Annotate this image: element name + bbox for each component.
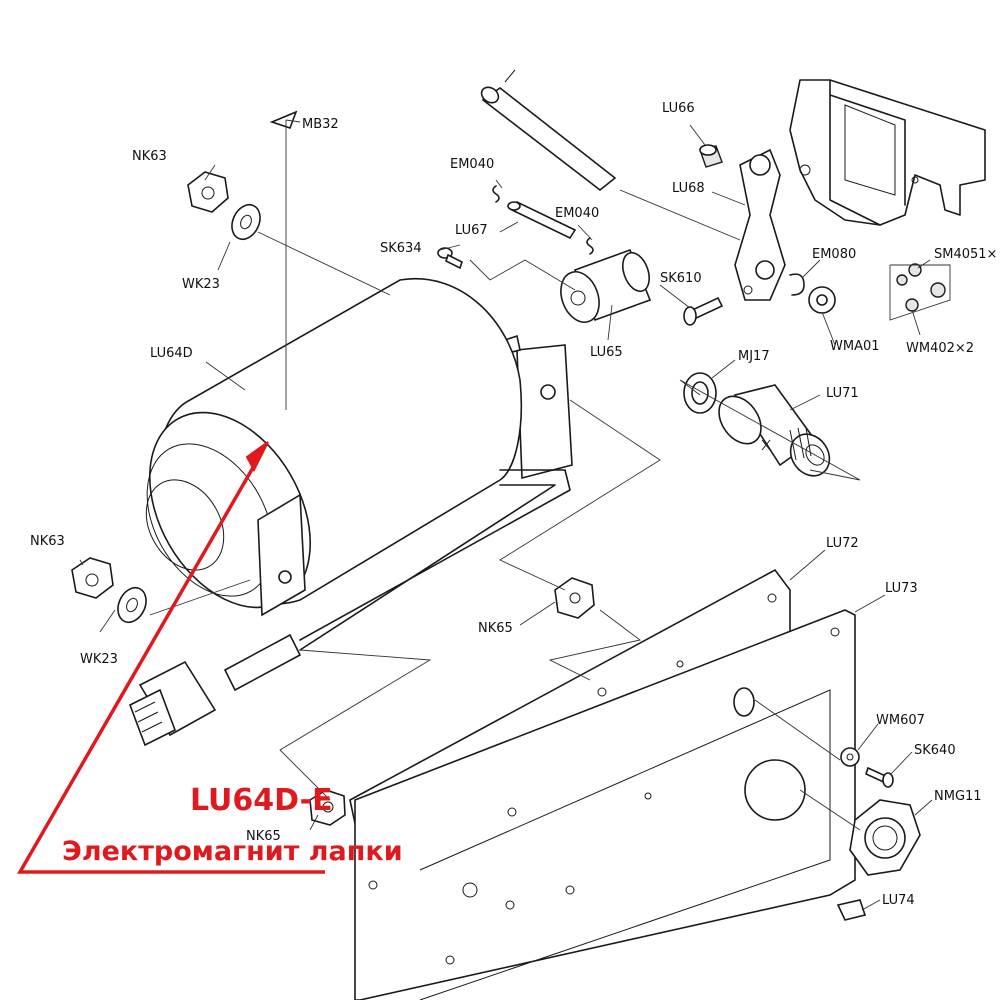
frame-casting xyxy=(789,79,986,226)
label-mj17: MJ17 xyxy=(738,349,770,364)
label-lu67: LU67 xyxy=(455,223,488,238)
label-em040-b: EM040 xyxy=(555,206,599,221)
label-lu72: LU72 xyxy=(826,536,859,551)
label-sk610: SK610 xyxy=(660,271,702,286)
sk610-screw xyxy=(683,296,724,326)
label-nk65-bottom: NK65 xyxy=(246,829,281,844)
label-em040-a: EM040 xyxy=(450,157,494,172)
annotation-code: LU64D-E xyxy=(190,783,333,818)
label-lu74: LU74 xyxy=(882,893,915,908)
wk23-washer-top xyxy=(231,203,261,241)
lu74-part xyxy=(836,899,867,921)
nk65-nut-bottom xyxy=(309,789,346,826)
label-wm402: WM402×2 xyxy=(906,341,974,356)
sk640-screw xyxy=(865,766,894,788)
label-lu68: LU68 xyxy=(672,181,705,196)
part-labels: MB32 NK63 WK23 LU64D NK63 WK23 EM040 LU6… xyxy=(30,101,997,908)
em080-wma01 xyxy=(789,273,836,314)
label-sk640: SK640 xyxy=(914,743,956,758)
lu71-bushing xyxy=(718,384,831,477)
label-sk634: SK634 xyxy=(380,241,422,256)
red-annotation: LU64D-E Электромагнит лапки xyxy=(16,441,403,874)
mj17-washer xyxy=(683,372,717,414)
label-em080: EM080 xyxy=(812,247,856,262)
label-nk65-mid: NK65 xyxy=(478,621,513,636)
label-lu71: LU71 xyxy=(826,386,859,401)
label-lu65: LU65 xyxy=(590,345,623,360)
nmg11-nut xyxy=(849,799,921,876)
sk634-screw xyxy=(437,247,463,270)
leader-lines xyxy=(79,119,951,911)
lu68-link xyxy=(734,148,786,301)
annotation-caption: Электромагнит лапки xyxy=(62,836,403,867)
lu66-pin xyxy=(699,144,723,168)
label-wm607: WM607 xyxy=(876,713,925,728)
label-wk23-bottom: WK23 xyxy=(80,652,118,667)
solenoid-lu64d xyxy=(128,277,573,747)
label-nmg11: NMG11 xyxy=(934,789,982,804)
lu65-collar xyxy=(560,248,652,323)
red-pointer-arrow xyxy=(16,451,325,874)
label-wk23-top: WK23 xyxy=(182,277,220,292)
label-wma01: WMA01 xyxy=(830,339,880,354)
wk23-washer-bottom xyxy=(117,586,147,624)
wm607-washer xyxy=(840,747,860,767)
shaft xyxy=(480,69,617,192)
label-mb32: MB32 xyxy=(302,117,339,132)
label-lu73: LU73 xyxy=(885,581,918,596)
label-nk63-top: NK63 xyxy=(132,149,167,164)
plate-lu73 xyxy=(354,609,856,1000)
nk63-nut-bottom xyxy=(71,557,114,599)
label-sm4051: SM4051× xyxy=(934,247,997,262)
label-lu64d: LU64D xyxy=(150,346,193,361)
nk63-nut-top xyxy=(187,171,229,213)
nk65-nut-mid xyxy=(554,577,595,619)
red-arrowhead xyxy=(245,441,269,473)
mb32-marker xyxy=(269,110,298,410)
lu67-pin xyxy=(492,185,594,255)
label-lu66: LU66 xyxy=(662,101,695,116)
label-nk63-bottom: NK63 xyxy=(30,534,65,549)
